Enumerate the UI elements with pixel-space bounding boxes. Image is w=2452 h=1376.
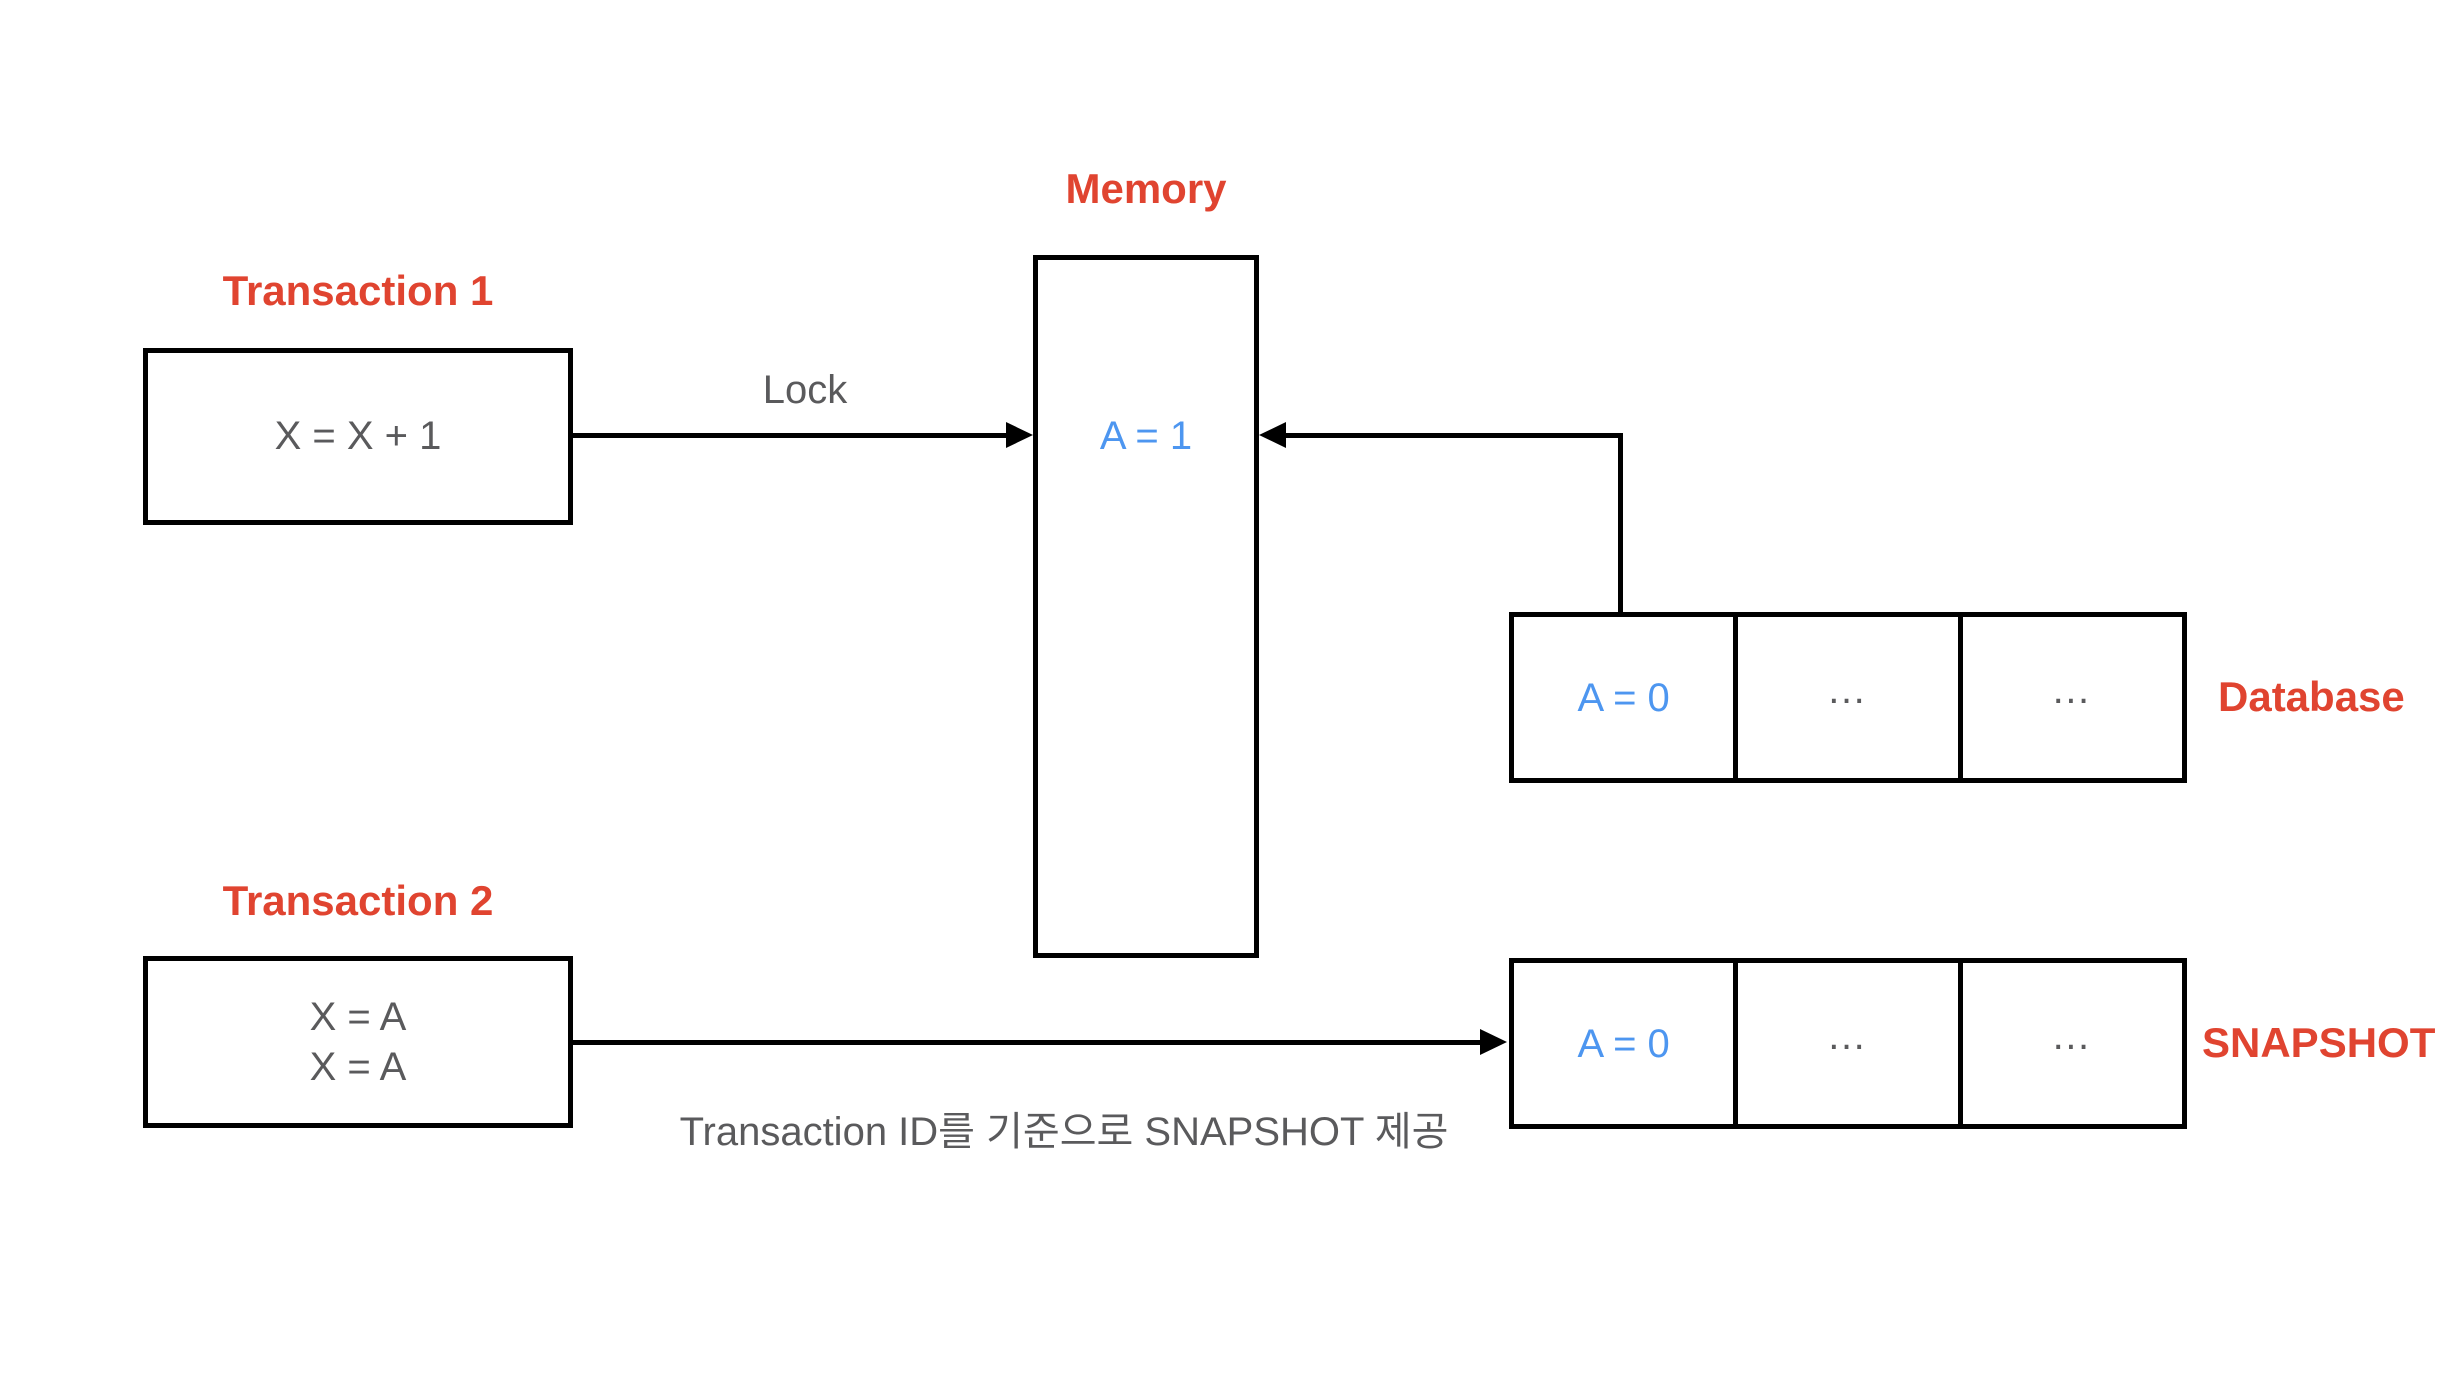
transaction2-code: X = A X = A [143, 992, 573, 1092]
snapshot-note: Transaction ID를 기준으로 SNAPSHOT 제공 [679, 1110, 1449, 1154]
transaction2-box [143, 956, 573, 1128]
snapshot-cell-3-value: … [2050, 1013, 2094, 1058]
database-to-memory-hline [1285, 433, 1623, 438]
database-cell-a0-value: A = 0 [1577, 675, 1670, 720]
snapshot-cell-3: … [1957, 963, 2182, 1124]
database-to-memory-vline [1618, 433, 1623, 612]
snapshot-cell-2: … [1733, 963, 1957, 1124]
memory-box [1033, 255, 1259, 958]
database-label: Database [2218, 673, 2405, 720]
lock-label: Lock [762, 368, 848, 412]
database-cell-2: … [1733, 617, 1957, 778]
snapshot-cell-2-value: … [1826, 1013, 1870, 1058]
database-to-memory-arrowhead-icon [1259, 422, 1286, 448]
transaction1-box [143, 348, 573, 525]
lock-arrow-line [573, 433, 1013, 438]
snapshot-cell-a0-value: A = 0 [1577, 1021, 1670, 1066]
database-cell-2-value: … [1826, 667, 1870, 712]
snapshot-label: SNAPSHOT [2202, 1019, 2436, 1066]
transaction2-to-snapshot-line [573, 1040, 1485, 1045]
database-cell-3: … [1957, 617, 2182, 778]
transaction2-to-snapshot-arrowhead-icon [1480, 1029, 1507, 1055]
transaction2-title: Transaction 2 [222, 877, 494, 924]
database-row: A = 0 … … [1509, 612, 2187, 783]
snapshot-cell-a0: A = 0 [1514, 963, 1733, 1124]
database-cell-3-value: … [2050, 667, 2094, 712]
memory-value: A = 1 [1099, 414, 1193, 458]
lock-arrowhead-icon [1006, 422, 1033, 448]
transaction2-code-line2: X = A [309, 1045, 407, 1089]
memory-title: Memory [1065, 165, 1227, 212]
transaction2-code-line1: X = A [309, 995, 407, 1039]
transaction1-code: X = X + 1 [274, 414, 442, 458]
transaction1-title: Transaction 1 [222, 267, 494, 314]
database-cell-a0: A = 0 [1514, 617, 1733, 778]
snapshot-row: A = 0 … … [1509, 958, 2187, 1129]
